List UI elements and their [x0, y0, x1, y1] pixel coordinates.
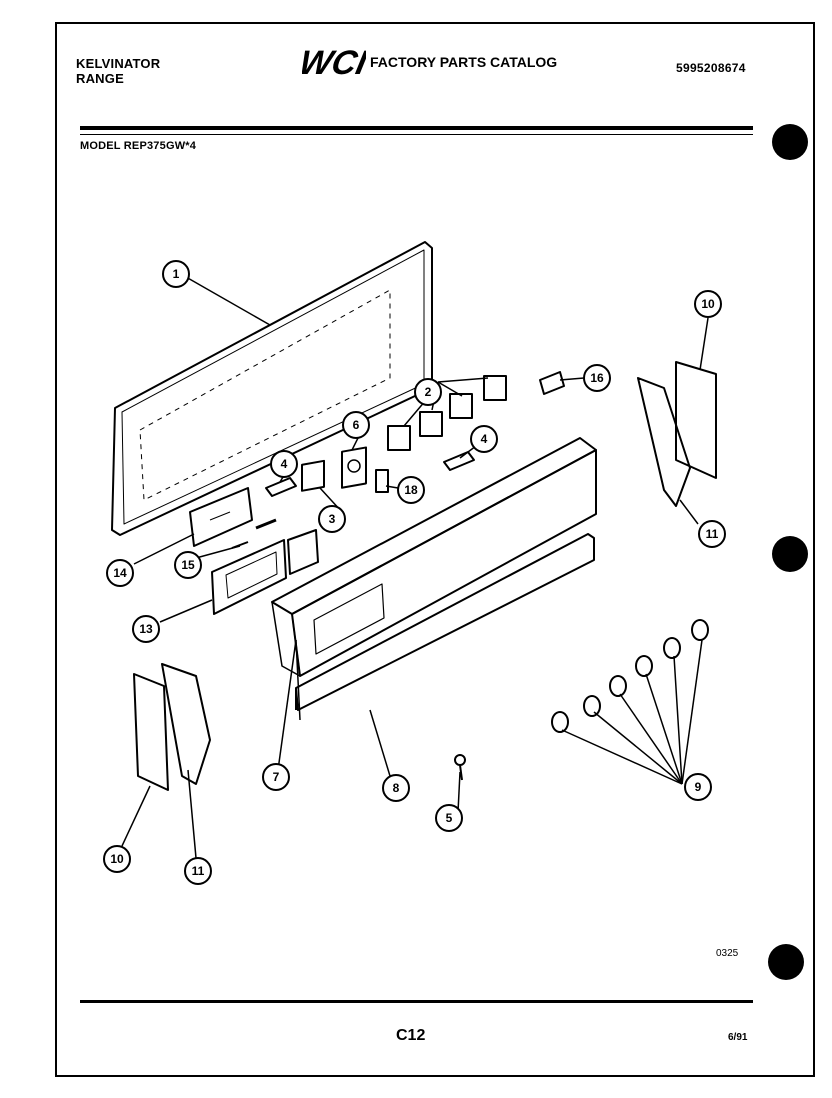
- punch-hole-top: [772, 124, 808, 160]
- header-rule-thin: [80, 134, 753, 135]
- svg-text:15: 15: [181, 558, 195, 572]
- callout-4-right: 4: [470, 425, 498, 453]
- punch-hole-middle: [772, 536, 808, 572]
- footer-rule: [80, 1000, 753, 1003]
- part-screw: [454, 754, 466, 781]
- callout-6: 6: [342, 411, 370, 439]
- svg-text:5: 5: [446, 811, 453, 825]
- svg-text:16: 16: [590, 371, 604, 385]
- callout-14: 14: [106, 559, 134, 587]
- callout-5: 5: [435, 804, 463, 832]
- part-end-cap-left: [133, 663, 211, 791]
- callout-10-left: 10: [103, 845, 131, 873]
- svg-text:10: 10: [110, 852, 124, 866]
- callouts: 1 2 3 4 4 5 6 7 8 9 10 10 11 11 13 14 15…: [103, 260, 726, 885]
- callout-16: 16: [583, 364, 611, 392]
- catalog-header: WCI FACTORY PARTS CATALOG: [302, 44, 557, 80]
- svg-text:18: 18: [404, 483, 418, 497]
- figure-code: 0325: [716, 948, 739, 959]
- leader-lines: [121, 276, 709, 859]
- page-frame: [55, 22, 815, 1077]
- callout-11-left: 11: [184, 857, 212, 885]
- svg-text:6: 6: [353, 418, 360, 432]
- model-number: MODEL REP375GW*4: [80, 140, 197, 152]
- svg-text:11: 11: [192, 864, 205, 878]
- part-switch-bracket-left: [265, 477, 297, 497]
- svg-text:2: 2: [425, 385, 432, 399]
- part-clip: [539, 371, 565, 395]
- callout-8: 8: [382, 774, 410, 802]
- part-terminal-clip: [375, 469, 389, 493]
- svg-text:4: 4: [281, 457, 288, 471]
- svg-text:10: 10: [701, 297, 715, 311]
- svg-text:14: 14: [113, 566, 127, 580]
- callout-2: 2: [414, 378, 442, 406]
- svg-text:4: 4: [481, 432, 488, 446]
- callout-11-right: 11: [698, 520, 726, 548]
- part-trim-strip: [295, 533, 595, 711]
- svg-text:3: 3: [329, 512, 336, 526]
- revision-date: 6/91: [728, 1032, 748, 1043]
- punch-hole-bottom: [768, 944, 804, 980]
- part-end-cap-right: [637, 361, 717, 507]
- svg-text:13: 13: [139, 622, 153, 636]
- svg-text:7: 7: [273, 770, 280, 784]
- brand-block: KELVINATOR RANGE: [76, 56, 160, 86]
- svg-text:11: 11: [706, 527, 719, 541]
- callout-4-left: 4: [270, 450, 298, 478]
- part-clock-bracket: [211, 529, 319, 615]
- catalog-title: FACTORY PARTS CATALOG: [370, 54, 558, 70]
- part-knobs: [551, 619, 709, 733]
- catalog-part-number: 5995208674: [676, 61, 746, 75]
- callout-9: 9: [684, 773, 712, 801]
- part-lamp: [231, 518, 277, 549]
- svg-text:9: 9: [695, 780, 702, 794]
- part-infinite-switches: [387, 375, 507, 451]
- part-switch-bracket-right: [443, 451, 475, 471]
- callout-10-right: 10: [694, 290, 722, 318]
- header-rule: [80, 126, 753, 130]
- callout-15: 15: [174, 551, 202, 579]
- callout-7: 7: [262, 763, 290, 791]
- svg-text:8: 8: [393, 781, 400, 795]
- product-type: RANGE: [76, 71, 124, 86]
- part-switch-small: [301, 459, 325, 492]
- callout-18: 18: [397, 476, 425, 504]
- part-control-panel: [271, 437, 597, 721]
- wci-logo: WCI: [302, 44, 366, 80]
- part-timer: [341, 446, 367, 489]
- callout-1: 1: [162, 260, 190, 288]
- svg-text:1: 1: [173, 267, 180, 281]
- callout-13: 13: [132, 615, 160, 643]
- callout-3: 3: [318, 505, 346, 533]
- brand-name: KELVINATOR: [76, 56, 161, 71]
- page-number: C12: [396, 1027, 426, 1044]
- logo-text: WCI: [302, 44, 366, 80]
